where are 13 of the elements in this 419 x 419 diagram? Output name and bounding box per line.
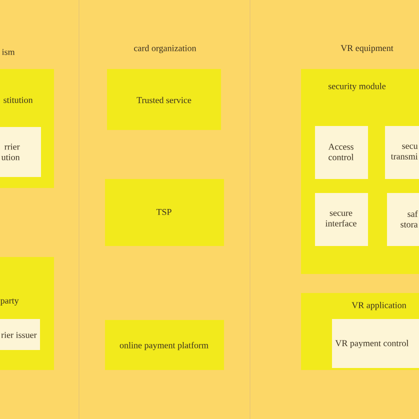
component-box: rier issuer [0,319,40,350]
module-box: TSP [105,179,224,246]
component-box: secure interface [315,193,368,246]
component-box: VR payment control [332,319,419,368]
component-box: Access control [315,126,368,179]
column-heading: ism [2,48,15,56]
module-box: online payment platform [105,320,224,370]
module-box: Trusted service [107,69,221,130]
component-box: rrier ution [0,127,41,177]
column-heading: VR equipment [340,45,394,53]
column-heading: card organization [134,44,196,54]
component-box: saf stora [387,193,419,246]
component-box: secu transmi [385,126,419,179]
